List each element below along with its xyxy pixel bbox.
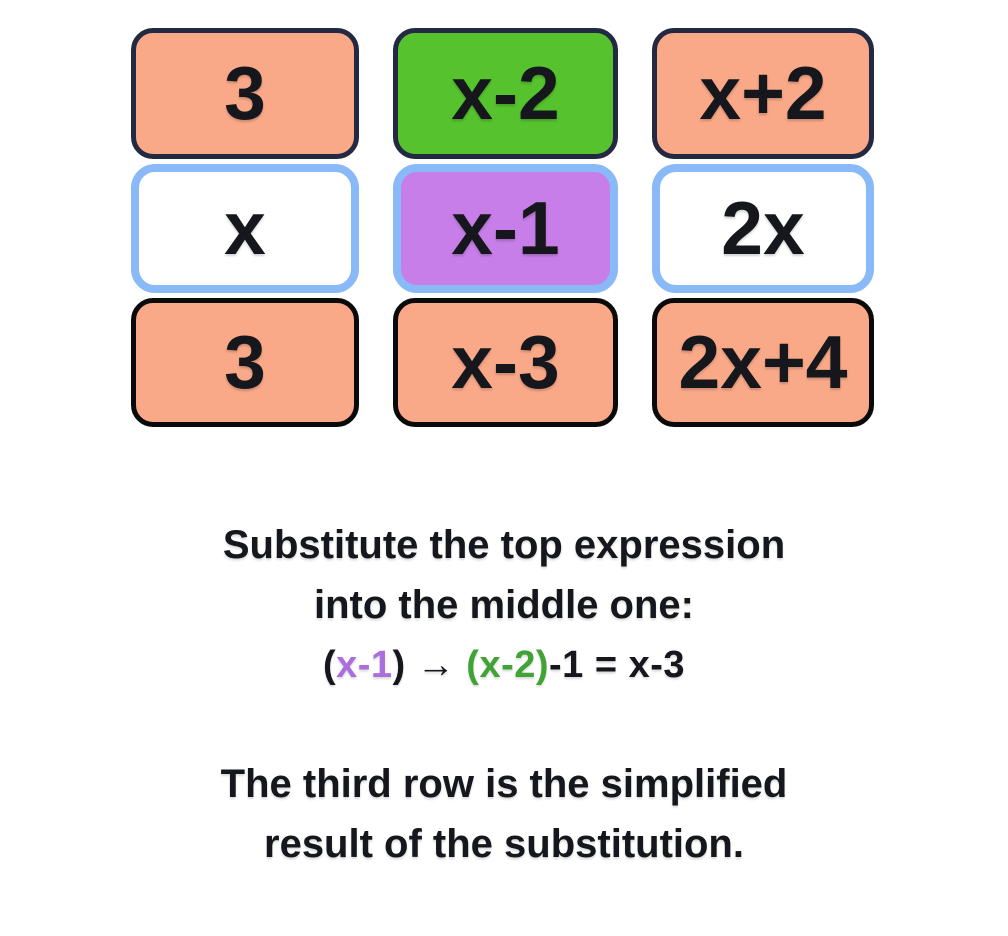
tile-label: x-1 <box>451 186 560 270</box>
equation-substituted-expression: (x-2) <box>466 644 550 686</box>
tile-middle-center[interactable]: x-1 <box>393 164 618 293</box>
tile-top-left[interactable]: 3 <box>131 28 359 159</box>
caption-line-1: Substitute the top expression <box>222 523 786 567</box>
tile-label: x <box>224 186 266 270</box>
equation-paren-open: ( <box>322 644 337 686</box>
substitution-equation: (x-1) → (x-2)-1 = x-3 <box>0 635 1008 695</box>
equation-arrow: → <box>405 644 467 686</box>
tile-middle-left[interactable]: x <box>131 164 359 293</box>
tile-bottom-right[interactable]: 2x+4 <box>652 298 874 427</box>
tile-bottom-center[interactable]: x-3 <box>393 298 618 427</box>
tile-label: 3 <box>224 51 266 135</box>
footer-line-2: result of the substitution. <box>264 822 744 866</box>
footer-block: The third row is the simplified result o… <box>0 754 1008 874</box>
tile-label: 2x+4 <box>678 320 848 404</box>
tile-top-right[interactable]: x+2 <box>652 28 874 159</box>
caption-line-2: into the middle one: <box>314 583 694 627</box>
tile-label: x-2 <box>451 51 560 135</box>
footer-line-1: The third row is the simplified <box>220 762 788 806</box>
equation-result: -1 = x-3 <box>549 644 686 686</box>
tile-label: 2x <box>721 186 805 270</box>
expression-tile-grid: 3 x-2 x+2 x x-1 2x 3 x-3 2x+4 <box>131 28 874 427</box>
tile-middle-right[interactable]: 2x <box>652 164 874 293</box>
tile-label: 3 <box>224 320 266 404</box>
equation-middle-expression: x-1 <box>336 644 393 686</box>
tile-bottom-left[interactable]: 3 <box>131 298 359 427</box>
tile-label: x+2 <box>699 51 827 135</box>
tile-top-center[interactable]: x-2 <box>393 28 618 159</box>
caption-block: Substitute the top expression into the m… <box>0 515 1008 874</box>
equation-paren-close: ) <box>392 644 406 686</box>
tile-label: x-3 <box>451 320 560 404</box>
